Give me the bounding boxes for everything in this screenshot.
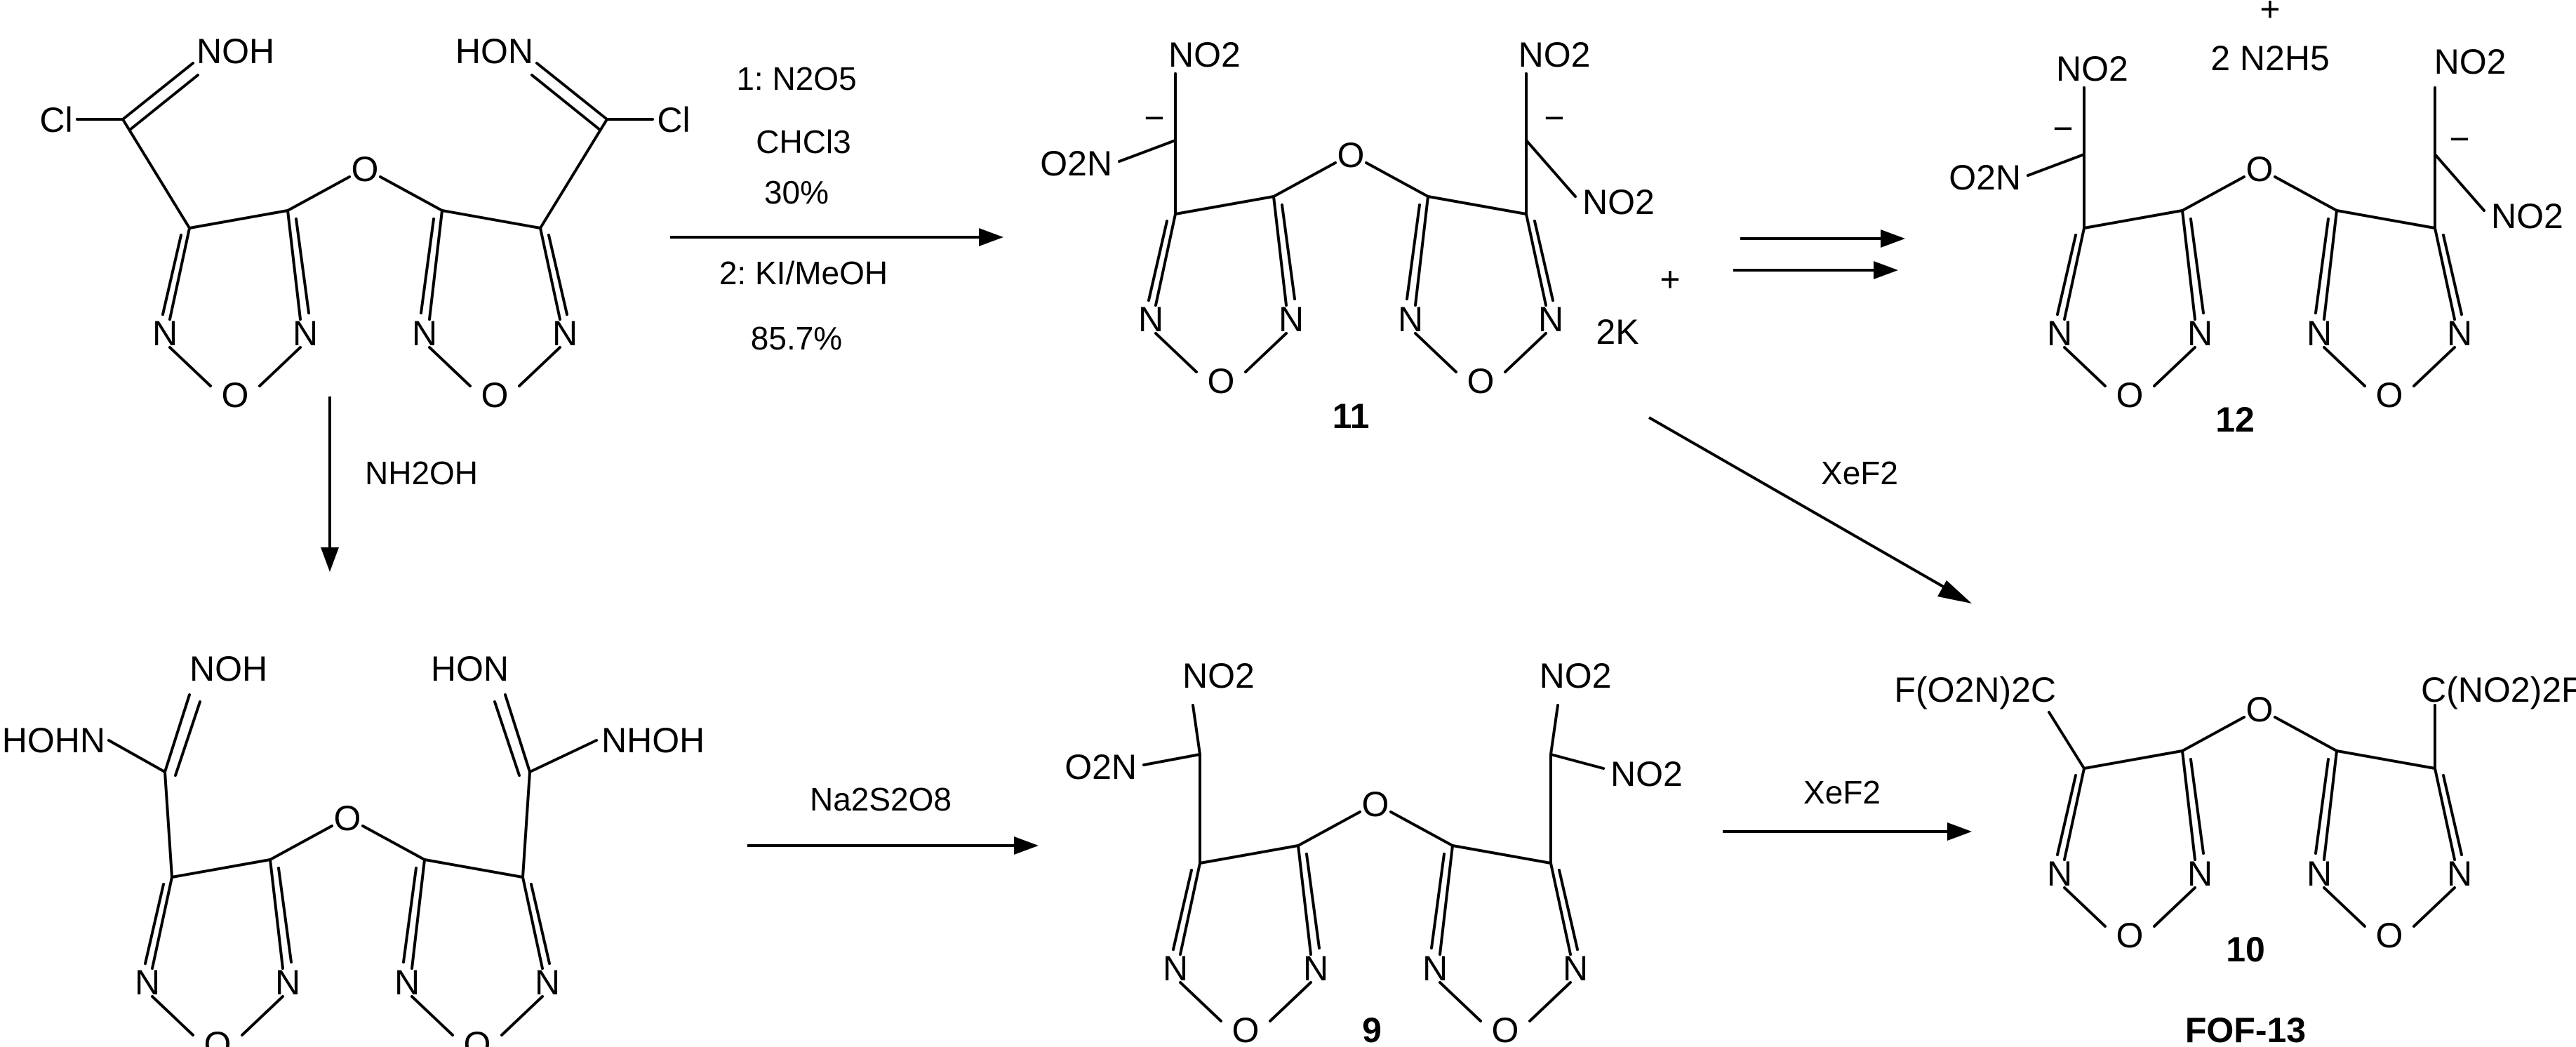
- atom-n: N: [1303, 949, 1328, 988]
- atom-no2: NO2: [1182, 656, 1255, 695]
- atom-n: N: [1538, 300, 1563, 339]
- condition-xef2-bottom: XeF2: [1803, 774, 1881, 811]
- atom-o-ring: O: [481, 375, 509, 415]
- atom-o-bridge: O: [334, 799, 361, 838]
- atom-n: N: [2047, 854, 2072, 893]
- atom-o2n: O2N: [1065, 747, 1137, 787]
- atom-o-bridge: O: [352, 149, 379, 189]
- condition-nh2oh: NH2OH: [365, 455, 478, 491]
- atom-n: N: [1163, 949, 1188, 988]
- atom-n: N: [2447, 854, 2472, 893]
- condition-xef2-diagonal: XeF2: [1821, 455, 1898, 491]
- arrow-xef2-bottom: [1723, 822, 1972, 841]
- arrow-xef2-diagonal: [1648, 416, 1972, 603]
- substituent-left-cf: F(O2N)2C: [1894, 670, 2056, 709]
- starting-dichloroglyoxime-ether: O N N O N N O Cl NOH Cl HON: [39, 32, 690, 415]
- atom-n: N: [293, 314, 318, 353]
- atom-noh: NOH: [196, 32, 274, 71]
- atom-no2: NO2: [2491, 196, 2563, 236]
- hydrazinium-charge-plus: +: [2260, 0, 2280, 29]
- hydrazinium-cation: 2 N2H5: [2210, 39, 2330, 78]
- charge-plus: +: [1660, 260, 1680, 299]
- atom-hon: HON: [455, 32, 533, 71]
- atom-o-ring: O: [2116, 375, 2144, 415]
- charge-minus: −: [2053, 109, 2073, 148]
- atom-n: N: [1138, 300, 1163, 339]
- label-fof13: FOF-13: [2185, 1011, 2306, 1047]
- atom-o2n: O2N: [1040, 144, 1112, 183]
- compound-9: O N N O N N O NO2 O2N NO2 NO2: [1065, 656, 1683, 1047]
- atom-n: N: [2307, 854, 2332, 893]
- atom-o-ring: O: [464, 1025, 491, 1047]
- compound-10: O N N O N N O F(O2N)2C C(NO2)2F: [1894, 670, 2576, 955]
- label-compound-11: 11: [1333, 396, 1370, 436]
- atom-n: N: [1279, 300, 1304, 339]
- atom-n: N: [1422, 949, 1448, 988]
- atom-o-ring: O: [2376, 916, 2403, 955]
- atom-n: N: [2307, 314, 2332, 353]
- atom-o-ring: O: [2376, 375, 2403, 415]
- substituent-right-cf: C(NO2)2F: [2421, 670, 2576, 709]
- atom-noh: NOH: [189, 649, 267, 688]
- atom-no2: NO2: [1540, 656, 1612, 695]
- atom-n: N: [1563, 949, 1588, 988]
- compound-12: O N N O N N O NO2 O2N − NO2 NO2 −: [1949, 42, 2563, 415]
- atom-o-ring: O: [222, 375, 249, 415]
- atom-hohn: HOHN: [2, 721, 105, 760]
- atom-n: N: [394, 963, 420, 1002]
- arrow-to-12: [1733, 229, 1905, 279]
- atom-o-ring: O: [1492, 1011, 1519, 1047]
- atom-no2: NO2: [1519, 35, 1591, 74]
- atom-o-bridge: O: [2246, 690, 2274, 729]
- atom-n: N: [2187, 314, 2213, 353]
- arrow-persulfate: [747, 836, 1039, 855]
- condition-yield2: 85.7%: [751, 320, 842, 356]
- atom-o-bridge: O: [1337, 135, 1365, 175]
- condition-persulfate: Na2S2O8: [810, 781, 952, 818]
- atom-o-ring: O: [204, 1025, 232, 1047]
- atom-o-ring: O: [1208, 361, 1235, 401]
- diamidoxime-intermediate: O N N O N N O HOHN NOH NHOH HON: [2, 649, 705, 1047]
- charge-minus: −: [1144, 98, 1164, 138]
- atom-cl: Cl: [657, 100, 690, 140]
- atom-n: N: [1398, 300, 1423, 339]
- atom-n: N: [2447, 314, 2472, 353]
- atom-n: N: [135, 963, 160, 1002]
- atom-o2n: O2N: [1949, 158, 2021, 197]
- atom-n: N: [552, 314, 578, 353]
- atom-o-ring: O: [1232, 1011, 1260, 1047]
- condition-step2: 2: KI/MeOH: [719, 255, 888, 291]
- atom-no2: NO2: [2056, 49, 2128, 88]
- atom-no2: NO2: [2434, 42, 2507, 81]
- atom-no2: NO2: [1168, 35, 1241, 74]
- atom-n: N: [412, 314, 437, 353]
- atom-no2: NO2: [1610, 754, 1683, 794]
- compound-11: O N N O N N O NO2 O2N − NO2 NO2 − 2K +: [1040, 35, 1680, 401]
- atom-cl: Cl: [39, 100, 72, 140]
- atom-n: N: [152, 314, 178, 353]
- charge-minus: −: [2449, 119, 2469, 159]
- atom-n: N: [2047, 314, 2072, 353]
- charge-minus: −: [1544, 98, 1564, 138]
- atom-no2: NO2: [1582, 182, 1655, 222]
- label-compound-12: 12: [2215, 400, 2255, 439]
- counterion-2k: 2K: [1596, 312, 1639, 352]
- arrow-to-11: [670, 228, 1003, 246]
- condition-step1: 1: N2O5: [736, 60, 856, 97]
- atom-n: N: [535, 963, 560, 1002]
- condition-yield1: 30%: [764, 174, 829, 211]
- atom-o-ring: O: [1467, 361, 1495, 401]
- atom-o-bridge: O: [2246, 149, 2274, 189]
- atom-nhoh: NHOH: [601, 721, 705, 760]
- label-compound-10: 10: [2226, 930, 2265, 969]
- atom-o-ring: O: [2116, 916, 2144, 955]
- atom-n: N: [2187, 854, 2213, 893]
- atom-n: N: [275, 963, 300, 1002]
- atom-o-bridge: O: [1362, 785, 1389, 824]
- arrow-nh2oh: [321, 396, 339, 572]
- label-compound-9: 9: [1362, 1011, 1382, 1047]
- atom-hon: HON: [431, 649, 509, 688]
- condition-solvent: CHCl3: [756, 124, 850, 160]
